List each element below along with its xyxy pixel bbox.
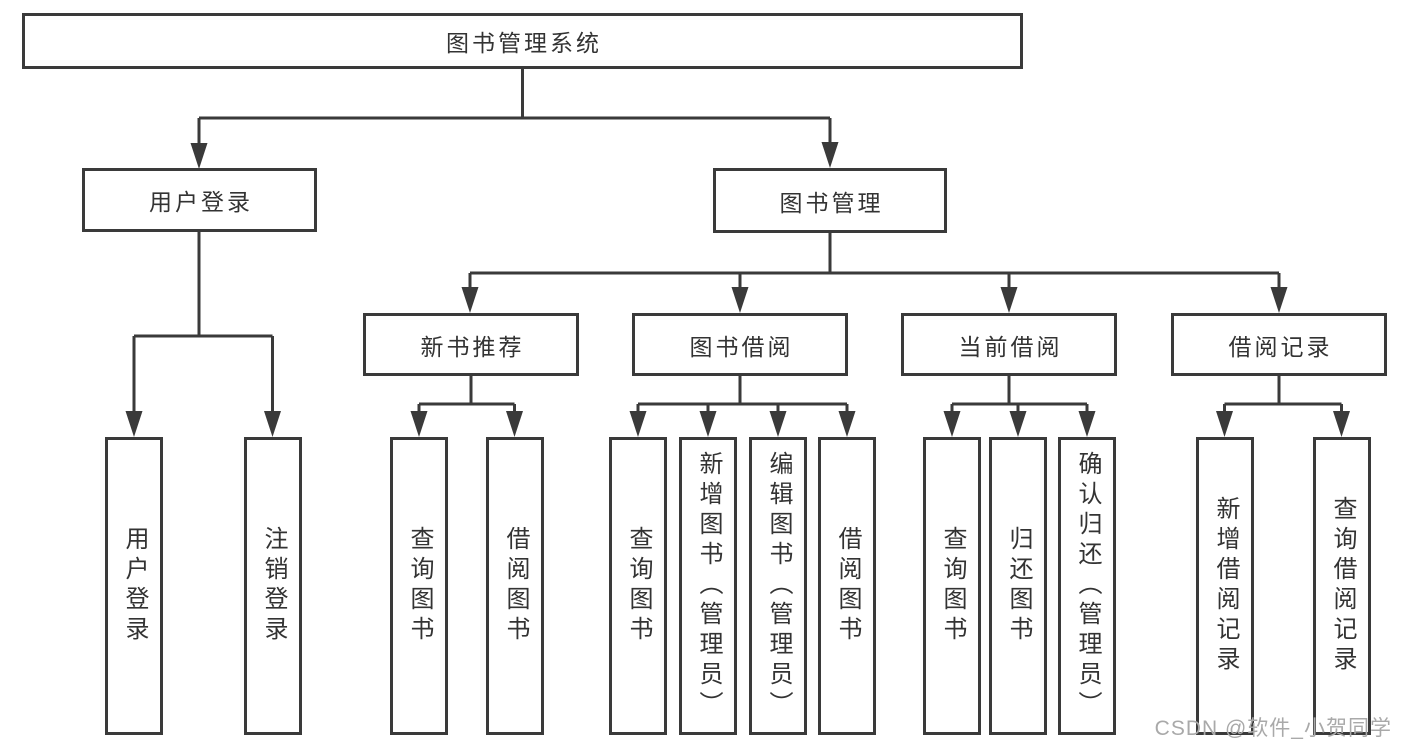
leaf-return-book: 归还图书 <box>989 437 1047 735</box>
leaf-query-book-current: 查询图书 <box>923 437 981 735</box>
leaf-label: 借阅图书 <box>502 526 529 646</box>
leaf-edit-book-admin: 编辑图书（管理员） <box>749 437 807 735</box>
leaf-query-book-recommend: 查询图书 <box>390 437 448 735</box>
leaf-label: 新增借阅记录 <box>1212 496 1239 676</box>
leaf-label: 查询图书 <box>939 526 966 646</box>
node-label: 借阅记录 <box>1228 333 1333 360</box>
connector-arrowheads <box>125 142 1350 437</box>
node-user-login: 用户登录 <box>82 168 317 232</box>
node-borrowing-records: 借阅记录 <box>1171 313 1387 376</box>
node-label: 用户登录 <box>149 189 253 215</box>
node-book-management: 图书管理 <box>713 168 947 233</box>
leaf-label: 查询图书 <box>406 526 433 646</box>
leaf-logout: 注销登录 <box>244 437 302 735</box>
leaf-borrow-book: 借阅图书 <box>818 437 876 735</box>
leaf-add-book-admin: 新增图书（管理员） <box>679 437 737 735</box>
leaf-label: 查询图书 <box>625 526 652 646</box>
connector-edges <box>132 69 1343 415</box>
leaf-label: 新增图书（管理员） <box>695 451 722 721</box>
leaf-confirm-return-admin: 确认归还（管理员） <box>1058 437 1116 735</box>
leaf-label: 编辑图书（管理员） <box>765 451 792 721</box>
leaf-query-borrow-record: 查询借阅记录 <box>1313 437 1371 735</box>
node-label: 图书借阅 <box>689 333 794 360</box>
leaf-add-borrow-record: 新增借阅记录 <box>1196 437 1254 735</box>
leaf-label: 归还图书 <box>1005 526 1032 646</box>
leaf-label: 注销登录 <box>260 526 287 646</box>
leaf-borrow-book-recommend: 借阅图书 <box>486 437 544 735</box>
node-label: 新书推荐 <box>420 333 525 360</box>
node-current-borrowing: 当前借阅 <box>901 313 1117 376</box>
edge-path <box>132 69 1343 415</box>
node-label: 图书管理 <box>779 189 884 216</box>
leaf-label: 查询借阅记录 <box>1329 496 1356 676</box>
node-label: 图书管理系统 <box>446 30 602 56</box>
node-library-management-system: 图书管理系统 <box>22 13 1023 69</box>
leaf-user-login: 用户登录 <box>105 437 163 735</box>
leaf-label: 确认归还（管理员） <box>1074 451 1101 721</box>
node-book-borrowing: 图书借阅 <box>632 313 848 376</box>
leaf-query-book-borrowing: 查询图书 <box>609 437 667 735</box>
node-label: 当前借阅 <box>958 333 1063 360</box>
arrowhead-path <box>125 142 1350 437</box>
leaf-label: 借阅图书 <box>834 526 861 646</box>
leaf-label: 用户登录 <box>121 526 148 646</box>
watermark: CSDN @软件_小贺同学 <box>1154 717 1392 740</box>
node-new-book-recommend: 新书推荐 <box>363 313 579 376</box>
